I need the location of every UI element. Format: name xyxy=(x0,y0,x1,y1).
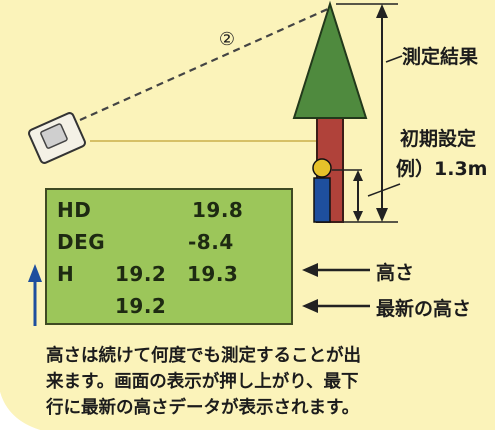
initial-setting-dimension xyxy=(332,169,401,222)
h-value-current: 19.3 xyxy=(187,262,239,286)
caption-line-2: 来ます。画面の表示が押し上がり、最下 xyxy=(46,372,359,392)
measurement-result-leader xyxy=(385,55,403,63)
hd-value: 19.8 xyxy=(192,198,244,222)
hd-label: HD xyxy=(57,198,92,222)
caption-line-1: 高さは続けて何度でも測定することが出 xyxy=(46,346,361,366)
caption-line-3: 行に最新の高さデータが表示されます。 xyxy=(46,398,360,418)
deg-value: -8.4 xyxy=(188,230,234,254)
caption: 高さは続けて何度でも測定することが出 来ます。画面の表示が押し上がり、最下 行に… xyxy=(46,343,486,421)
latest-height-label: 最新の高さ xyxy=(376,298,472,320)
deg-label: DEG xyxy=(57,230,106,254)
initial-setting-label: 初期設定 xyxy=(400,128,477,150)
latest-height-row-arrow-icon xyxy=(302,299,370,313)
height-row-arrow-icon xyxy=(302,263,370,277)
height-label: 高さ xyxy=(376,262,415,284)
h-value-latest: 19.2 xyxy=(115,294,167,318)
initial-setting-value: 例）1.3m xyxy=(396,158,488,180)
marker-2: ② xyxy=(219,29,235,50)
tree-crown xyxy=(292,0,368,119)
page-corner xyxy=(0,392,40,430)
person-icon xyxy=(312,158,332,223)
laser-line-dashed xyxy=(79,6,331,122)
lcd-display-panel: HD 19.8 DEG -8.4 H 19.2 19.3 19.2 xyxy=(45,188,293,325)
rangefinder-device-icon xyxy=(28,112,86,164)
measurement-result-dimension xyxy=(336,3,398,223)
scroll-up-arrow-icon xyxy=(28,264,42,326)
h-label: H xyxy=(57,262,75,286)
measurement-result-label: 測定結果 xyxy=(402,46,479,68)
h-value-previous: 19.2 xyxy=(115,262,167,286)
